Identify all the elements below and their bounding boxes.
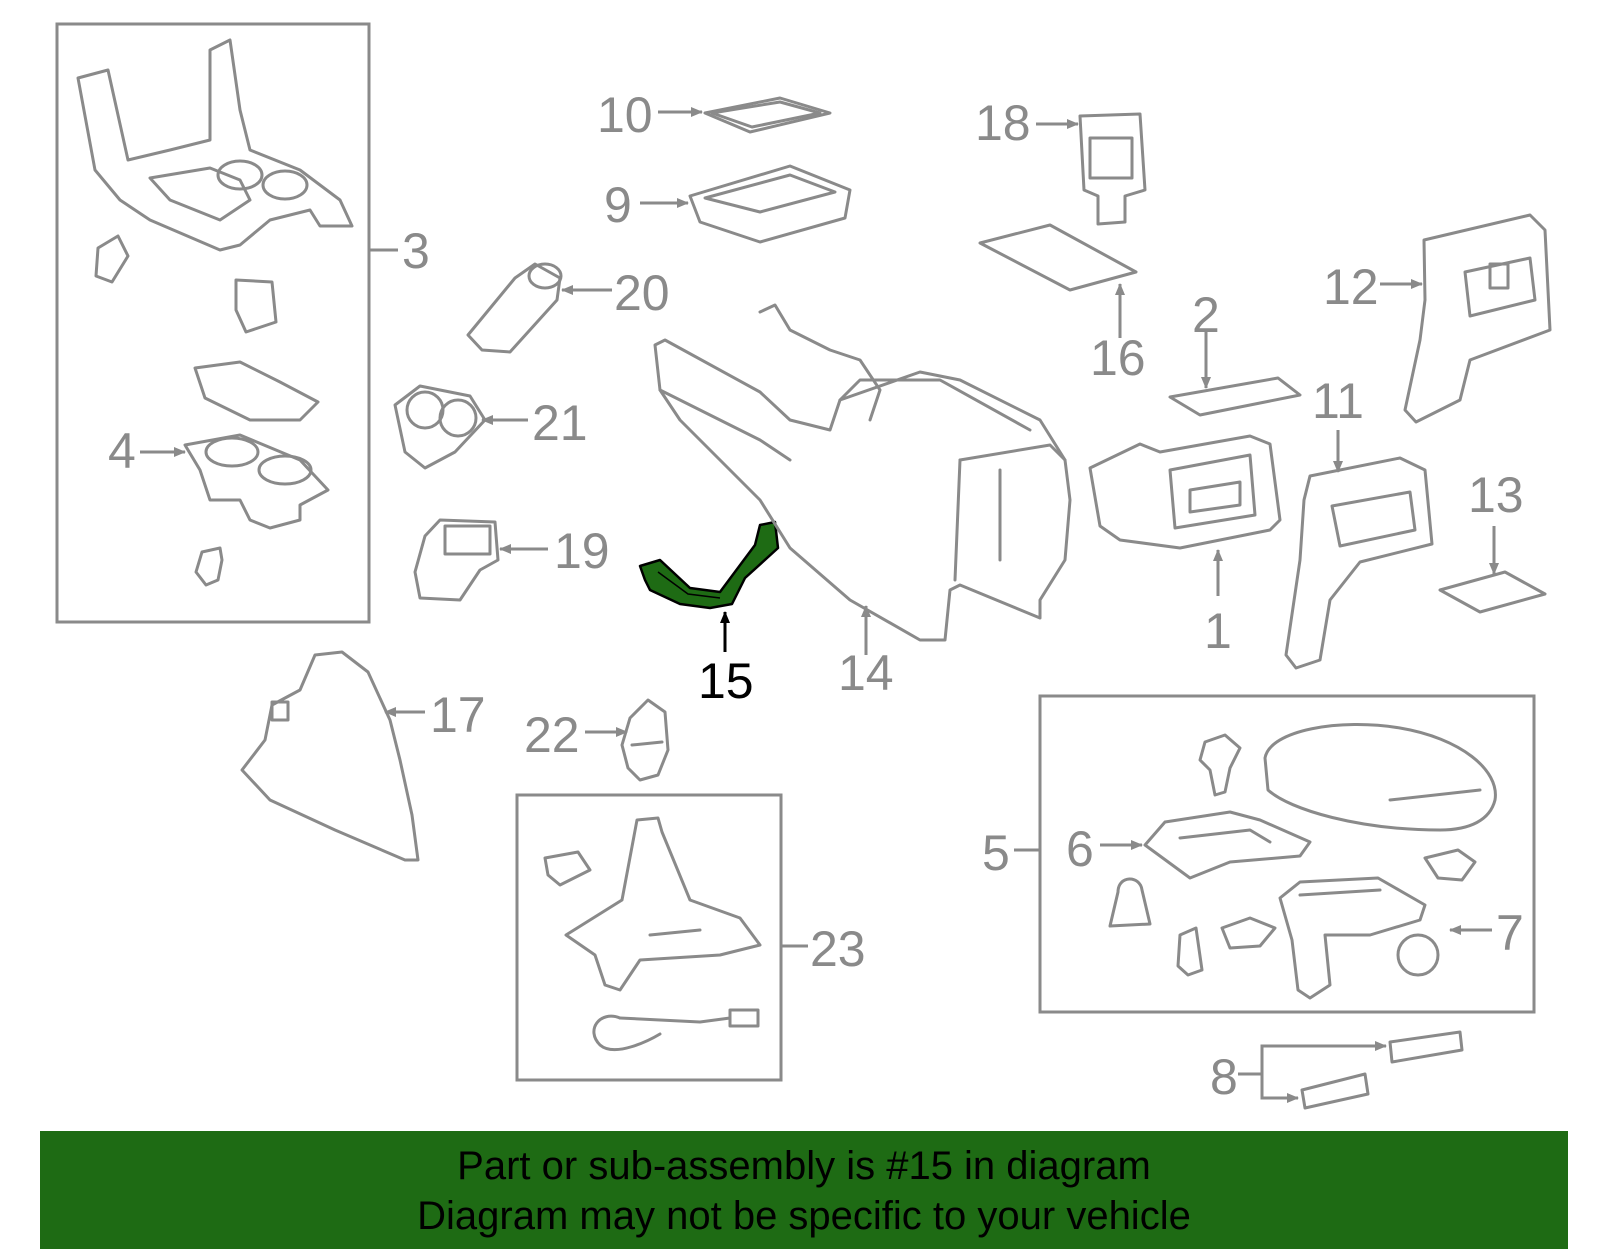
part-5-clip-a[interactable] [1423, 848, 1477, 882]
part-12-rear-panel[interactable] [1403, 213, 1552, 424]
part-14-console-body[interactable] [653, 303, 1072, 642]
part-16-mat[interactable] [978, 223, 1138, 292]
label-12: 12 [1323, 259, 1379, 315]
label-19: 19 [554, 523, 610, 579]
info-banner: Part or sub-assembly is #15 in diagram D… [40, 1131, 1568, 1249]
part-15-bracket[interactable] [638, 520, 780, 610]
part-11-rear-panel[interactable] [1284, 456, 1434, 670]
label-17: 17 [430, 687, 486, 743]
part-10-mat[interactable] [703, 96, 832, 134]
part-3-clip-a[interactable] [94, 234, 130, 284]
part-3-console-panel[interactable] [76, 38, 354, 252]
label-14: 14 [838, 645, 894, 701]
part-5-clip-b[interactable] [1220, 916, 1277, 950]
part-2-mat[interactable] [1168, 376, 1302, 417]
label-10: 10 [597, 87, 653, 143]
part-7-latch[interactable] [1278, 876, 1440, 1000]
label-18: 18 [975, 95, 1031, 151]
label-6: 6 [1066, 821, 1094, 877]
label-3: 3 [402, 223, 430, 279]
label-1: 1 [1204, 603, 1232, 659]
part-4-screw[interactable] [194, 546, 224, 587]
part-4-cup-holder[interactable] [183, 360, 330, 530]
label-5: 5 [982, 825, 1010, 881]
part-9-tray[interactable] [688, 164, 852, 244]
part-23-harness[interactable] [592, 1008, 760, 1052]
part-23-clip[interactable] [543, 850, 592, 887]
label-8: 8 [1210, 1049, 1238, 1105]
part-18-switch[interactable] [1078, 112, 1147, 226]
part-23-shift-boot[interactable] [564, 816, 762, 992]
part-22-shift-knob[interactable] [620, 698, 670, 782]
label-4: 4 [108, 423, 136, 479]
part-3-clip-b[interactable] [234, 278, 278, 334]
label-23: 23 [810, 921, 866, 977]
part-5-pin[interactable] [1108, 877, 1152, 928]
group-box-3 [55, 22, 398, 624]
banner-line-2: Diagram may not be specific to your vehi… [417, 1194, 1191, 1238]
label-16: 16 [1090, 330, 1146, 386]
part-1-box[interactable] [1088, 434, 1282, 550]
part-17-side-panel[interactable] [240, 650, 420, 862]
callout-labels: 3 4 10 9 18 16 20 21 19 15 14 2 1 12 11 … [108, 87, 1524, 1105]
label-20: 20 [614, 265, 670, 321]
part-20-lighter[interactable] [466, 262, 563, 354]
label-22: 22 [524, 707, 580, 763]
label-13: 13 [1468, 467, 1524, 523]
part-5-screw-b[interactable] [1176, 926, 1204, 977]
part-8-clip-b[interactable] [1300, 1072, 1370, 1110]
label-7: 7 [1496, 905, 1524, 961]
group-box-23 [515, 793, 808, 1082]
part-5-armrest-lid[interactable] [1263, 723, 1497, 832]
part-6-hinge[interactable] [1143, 810, 1312, 880]
group-box-5 [1014, 694, 1536, 1014]
label-9: 9 [604, 177, 632, 233]
label-21: 21 [532, 395, 588, 451]
label-11: 11 [1312, 373, 1364, 429]
part-19-switch[interactable] [413, 518, 500, 602]
part-5-screw[interactable] [1198, 733, 1242, 797]
part-13-mat[interactable] [1438, 570, 1547, 614]
label-15: 15 [698, 653, 754, 709]
label-2: 2 [1192, 287, 1220, 343]
part-8-clip-a[interactable] [1388, 1030, 1464, 1064]
banner-line-1: Part or sub-assembly is #15 in diagram [457, 1144, 1151, 1188]
part-21-socket[interactable] [393, 384, 487, 470]
